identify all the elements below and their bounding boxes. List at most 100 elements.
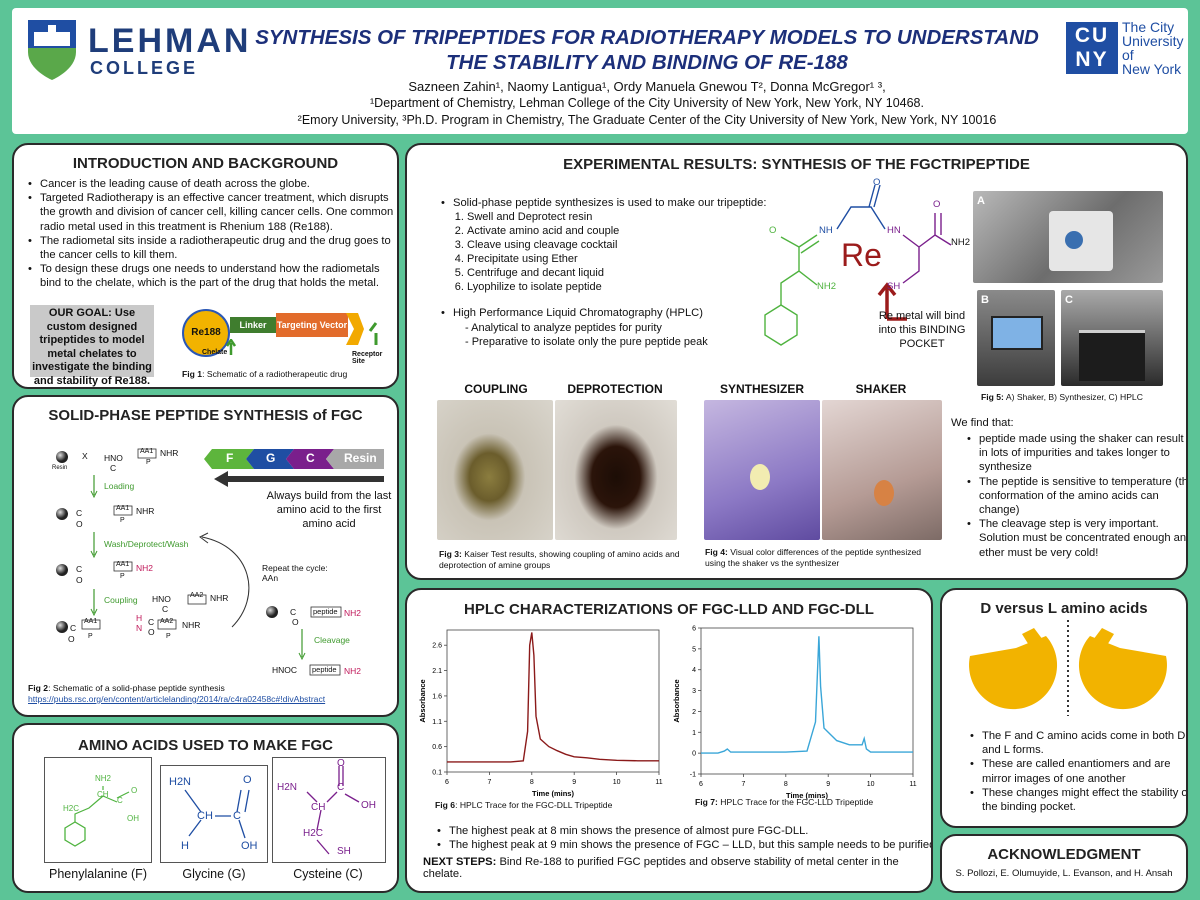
intro-bullet: Targeted Radiotherapy is an effective ca… [28, 191, 397, 234]
chem-c-e: C [148, 617, 155, 627]
fig5-caption: Fig 5: A) Shaker, B) Synthesizer, C) HPL… [981, 392, 1143, 403]
cuny-line3: of [1122, 47, 1134, 63]
ack-text: S. Pollozi, E. Olumuyide, L. Evanson, an… [955, 868, 1173, 879]
coupling-photo [437, 400, 553, 540]
deprotection-photo [555, 400, 677, 540]
chem-nhr-e: NHR [182, 620, 201, 630]
x-axis-label: Time (mins) [786, 791, 828, 800]
y-tick-label: 0.6 [432, 744, 442, 751]
fig3-text: Kaiser Test results, showing coupling of… [439, 549, 680, 570]
x-tick-label: 10 [613, 779, 621, 786]
cys-oh: OH [361, 800, 376, 811]
ack-panel: ACKNOWLEDGMENT S. Pollozi, E. Olumuyide,… [940, 834, 1188, 893]
chem-nh2-c: NH2 [136, 563, 154, 573]
cuny-logo-text: CUNY [1074, 24, 1110, 71]
gly-h: H [181, 840, 189, 852]
next-steps: NEXT STEPS: Bind Re-188 to purified FGC … [423, 856, 923, 880]
intro-bullet: Cancer is the leading cause of death acr… [28, 177, 397, 191]
chem-p-e2: P [166, 633, 171, 640]
chem-c-d1: C [162, 604, 169, 614]
gly-h2n: H2N [169, 776, 192, 788]
lehman-logo-name: LEHMAN [88, 22, 252, 60]
fig5-text: A) Shaker, B) Synthesizer, C) HPLC [1003, 392, 1143, 402]
phe-label: Phenylalanine (F) [49, 867, 147, 881]
chem-o-f: O [292, 617, 299, 627]
y-tick-label: 1 [692, 730, 696, 737]
fig6-caption: Fig 6: HPLC Trace for the FGC-DLL Tripep… [435, 800, 612, 811]
x-tick-label: 10 [867, 781, 875, 788]
dl-panel: D versus L amino acids The F and C amino… [940, 588, 1188, 828]
phe-skeleton [64, 786, 130, 847]
arrow-label-c: C [306, 451, 315, 465]
lehman-logo-sub: COLLEGE [90, 58, 199, 78]
spps-panel: SOLID-PHASE PEPTIDE SYNTHESIS of FGC F G… [12, 395, 399, 717]
authors: Sazneen Zahin¹, Naomy Lantigua¹, Ordy Ma… [408, 79, 886, 94]
fig3-label: Fig 3: [439, 549, 462, 559]
re188-circle: Re188 [182, 309, 230, 357]
hplc-bullet: The highest peak at 9 min shows the pres… [437, 838, 931, 852]
fgc-arrow-shape [204, 449, 384, 469]
gly-oh: OH [241, 840, 258, 852]
dl-bullet: The F and C amino acids come in both D a… [970, 729, 1186, 757]
chem-c2: C [76, 508, 83, 518]
step-cleavage: Cleavage [314, 635, 350, 645]
intro-title: INTRODUCTION AND BACKGROUND [72, 155, 339, 172]
step-item: Lyophilize to isolate peptide [467, 280, 767, 294]
gly-ch: CH [197, 810, 213, 822]
hplc-intro-list: High Performance Liquid Chromatography (… [439, 306, 783, 320]
gly-skeleton [184, 789, 250, 839]
y-tick-label: 3 [692, 688, 696, 695]
cys-skeleton [306, 766, 360, 855]
gly-label: Glycine (G) [182, 867, 246, 881]
x-axis-label: Time (mins) [532, 789, 574, 798]
chem-c1: C [110, 463, 117, 473]
label-b: B [981, 294, 989, 306]
re-metal-label: Re [841, 237, 882, 273]
re-binding-note: Re metal will bind into this BINDING POC… [878, 310, 966, 350]
y-tick-label: 5 [692, 646, 696, 653]
chem-hno: HNO [104, 453, 123, 463]
y-axis-label: Absorbance [418, 679, 427, 722]
fig2-caption: Fig 2: Schematic of a solid-phase peptid… [28, 683, 225, 694]
fig6-label: Fig 6 [435, 800, 456, 810]
x-tick-label: 9 [572, 779, 576, 786]
fig2-source-link[interactable]: https://pubs.rsc.org/en/content/articlel… [28, 694, 326, 704]
hplc-bullets: The highest peak at 8 min shows the pres… [435, 824, 931, 853]
chem-p-a: P [146, 459, 151, 466]
chem-aa1-c: AA1 [116, 561, 130, 568]
fgc-molecule [764, 184, 952, 346]
chem-x: X [82, 451, 88, 461]
plot-frame [446, 629, 660, 773]
goal-box: OUR GOAL: Use custom designed tripeptide… [30, 305, 154, 387]
chem-o2: O [76, 519, 83, 529]
resin-label: Resin [52, 465, 68, 471]
mol-hn: HN [887, 225, 901, 236]
hplc-intro: High Performance Liquid Chromatography (… [441, 306, 783, 320]
chem-nh2-g: NH2 [344, 666, 362, 676]
cuny-line1: The City [1122, 19, 1175, 35]
chem-nhr-a: NHR [160, 448, 179, 458]
next-steps-label: NEXT STEPS: [423, 856, 497, 868]
plot-frame [700, 627, 914, 775]
fig1-caption: Fig 1: Schematic of a radiotherapeutic d… [182, 369, 347, 380]
x-tick-label: 11 [655, 779, 662, 786]
y-tick-label: 1.6 [432, 693, 442, 700]
synth-screen [991, 316, 1043, 350]
phe-nh2: NH2 [95, 774, 112, 783]
cuny-logo: CUNY [1066, 22, 1118, 74]
hplc-title: HPLC CHARACTERIZATIONS OF FGC-LLD AND FG… [464, 601, 874, 618]
fig3-caption: Fig 3: Kaiser Test results, showing coup… [439, 549, 701, 571]
step-loading: Loading [104, 481, 135, 491]
y-tick-label: 0 [692, 751, 696, 758]
chem-p-b: P [120, 517, 125, 524]
cys-sh: SH [337, 846, 351, 857]
synthesizer-tube-photo [704, 400, 820, 540]
photo-synth-label: SYNTHESIZER [719, 382, 804, 396]
fig4-label: Fig 4: [705, 547, 728, 557]
hplc-panel: HPLC CHARACTERIZATIONS OF FGC-LLD AND FG… [405, 588, 933, 893]
affiliation-1: ¹Department of Chemistry, Lehman College… [370, 96, 924, 110]
synth-pellet [750, 464, 770, 490]
intro-bullet: The radiometal sits inside a radiotherap… [28, 234, 397, 262]
